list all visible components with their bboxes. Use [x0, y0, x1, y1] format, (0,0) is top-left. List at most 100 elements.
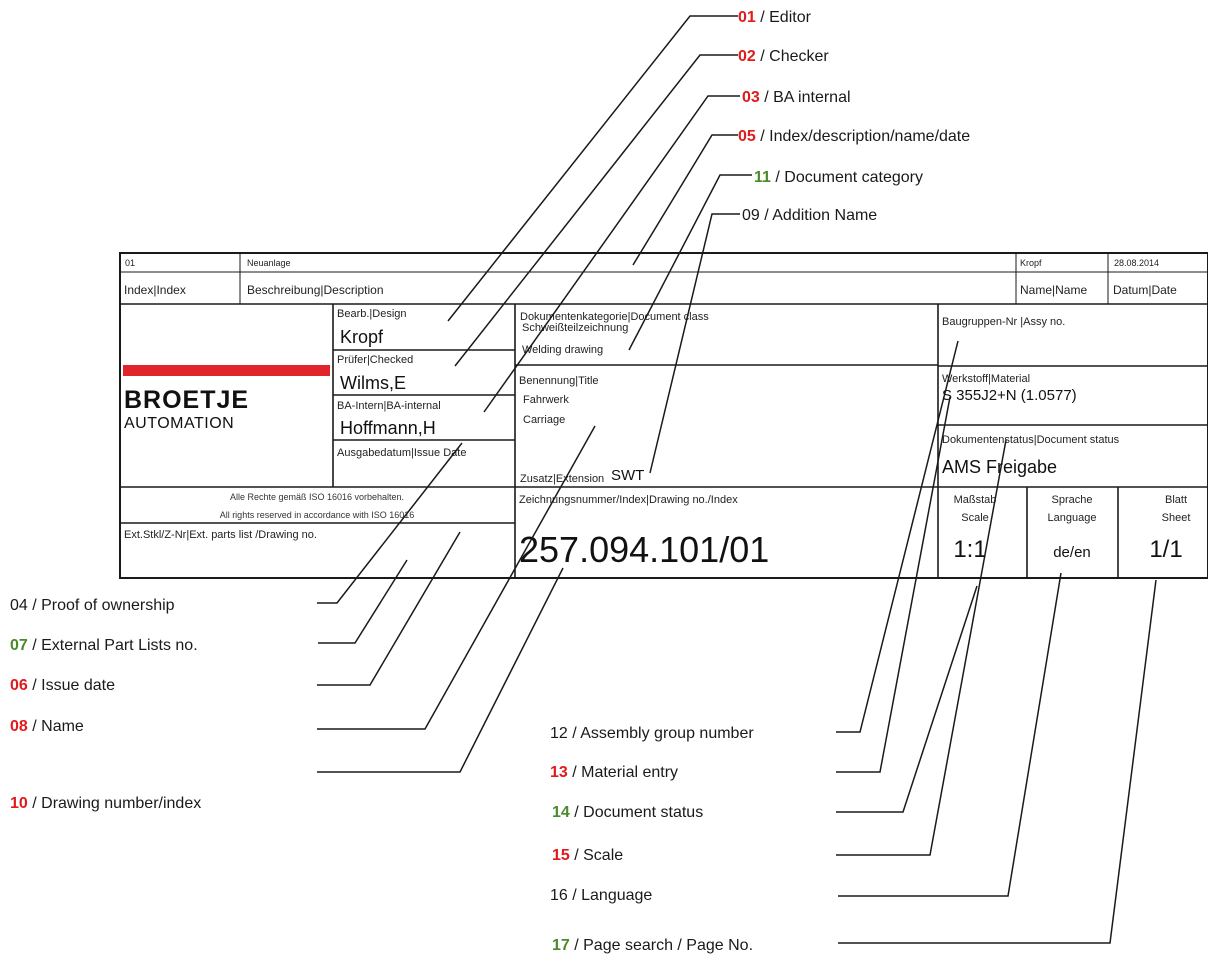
leader-13-material [836, 396, 951, 773]
callout-13-text: / Material entry [568, 764, 678, 781]
rev-date-value: 28.08.2014 [1114, 258, 1159, 268]
callout-03: 03 / BA internal [742, 89, 851, 106]
internal-value: Hoffmann,H [340, 418, 436, 438]
callout-13: 13 / Material entry [550, 764, 678, 781]
scale-label-en: Scale [961, 512, 989, 524]
callout-11-text: / Document category [771, 169, 923, 186]
language-label-en: Language [1048, 512, 1097, 524]
callout-14: 14 / Document status [552, 804, 703, 821]
callout-11-number: 11 [754, 169, 771, 186]
scale-value: 1:1 [953, 536, 986, 563]
callout-08-text: / Name [28, 718, 84, 735]
callout-17: 17 / Page search / Page No. [552, 937, 753, 954]
callout-05-number: 05 [738, 128, 756, 145]
rev-index-value: 01 [125, 258, 135, 268]
callout-05: 05 / Index/description/name/date [738, 128, 970, 145]
ext-parts-label: Ext.Stkl/Z-Nr|Ext. parts list /Drawing n… [124, 529, 317, 541]
leader-12-assy [836, 340, 959, 733]
leader-lines [317, 15, 1157, 944]
assy-label: Baugruppen-Nr |Assy no. [942, 316, 1065, 328]
title-value-en: Carriage [523, 414, 565, 426]
logo-red-bar [123, 365, 330, 376]
callout-16-text: / Language [568, 887, 653, 904]
drawing-no-label: Zeichnungsnummer/Index|Drawing no./Index [519, 494, 738, 506]
leader-04-ownership [317, 442, 463, 604]
callout-02-number: 02 [738, 48, 756, 65]
callout-03-number: 03 [742, 89, 760, 106]
leader-07-ext-parts [318, 559, 408, 644]
callout-07: 07 / External Part Lists no. [10, 637, 198, 654]
rev-index-header: Index|Index [124, 283, 186, 297]
leader-08-name [317, 425, 596, 730]
callout-09: 09 / Addition Name [742, 207, 877, 224]
leader-14-status [836, 585, 978, 813]
callout-15-number: 15 [552, 847, 570, 864]
scale-label-de: Maßstab [954, 494, 997, 506]
callout-07-text: / External Part Lists no. [28, 637, 198, 654]
callout-01-number: 01 [738, 9, 756, 26]
language-label-de: Sprache [1052, 494, 1093, 506]
leader-11-doc-category [628, 174, 752, 351]
checked-value: Wilms,E [340, 373, 406, 393]
design-value: Kropf [340, 327, 384, 347]
callout-04: 04 / Proof of ownership [10, 597, 175, 614]
leader-10-drawing-no [317, 567, 564, 773]
extension-label: Zusatz|Extension [520, 473, 604, 485]
callout-17-text: / Page search / Page No. [570, 937, 753, 954]
sheet-label-de: Blatt [1165, 494, 1187, 506]
callout-08: 08 / Name [10, 718, 84, 735]
leader-01-editor [447, 15, 738, 322]
logo-wordmark: BROETJE [124, 386, 249, 414]
sheet-value: 1/1 [1149, 536, 1182, 563]
callout-14-text: / Document status [570, 804, 703, 821]
callout-12: 12 / Assembly group number [550, 725, 754, 742]
internal-label: BA-Intern|BA-internal [337, 400, 441, 412]
callout-16: 16 / Language [550, 887, 652, 904]
callout-04-text: / Proof of ownership [28, 597, 175, 614]
callout-10: 10 / Drawing number/index [10, 795, 201, 812]
callout-05-text: / Index/description/name/date [756, 128, 970, 145]
callout-12-text: / Assembly group number [568, 725, 755, 742]
title-label: Benennung|Title [519, 375, 599, 387]
callout-01-text: / Editor [756, 9, 812, 26]
callout-04-number: 04 [10, 597, 28, 614]
language-value: de/en [1053, 544, 1091, 561]
callout-06: 06 / Issue date [10, 677, 115, 694]
callout-02: 02 / Checker [738, 48, 829, 65]
rev-description-value: Neuanlage [247, 258, 291, 268]
rights-text-de: Alle Rechte gemäß ISO 16016 vorbehalten. [230, 492, 404, 502]
callout-14-number: 14 [552, 804, 570, 821]
callout-17-number: 17 [552, 937, 570, 954]
callout-03-text: / BA internal [760, 89, 851, 106]
title-block: 01 Neuanlage Kropf 28.08.2014 Index|Inde… [119, 252, 1208, 579]
callout-15-text: / Scale [570, 847, 623, 864]
material-value: S 355J2+N (1.0577) [942, 387, 1077, 404]
leader-03-internal [483, 95, 740, 413]
rev-name-value: Kropf [1020, 258, 1042, 268]
rev-description-header: Beschreibung|Description [247, 283, 384, 297]
logo-subline: AUTOMATION [124, 415, 234, 432]
callout-09-number: 09 [742, 207, 760, 224]
material-label: Werkstoff|Material [942, 373, 1030, 385]
callout-02-text: / Checker [756, 48, 830, 65]
checked-label: Prüfer|Checked [337, 354, 413, 366]
extension-value: SWT [611, 467, 644, 484]
leader-05-index [632, 134, 738, 266]
issue-date-label: Ausgabedatum|Issue Date [337, 447, 466, 459]
rev-name-header: Name|Name [1020, 283, 1087, 297]
doc-class-value-en: Welding drawing [522, 344, 603, 356]
leader-09-addition [649, 213, 740, 474]
callout-07-number: 07 [10, 637, 28, 654]
callout-10-text: / Drawing number/index [28, 795, 201, 812]
callout-11: 11 / Document category [754, 169, 923, 186]
callout-13-number: 13 [550, 764, 568, 781]
callout-06-number: 06 [10, 677, 28, 694]
callout-12-number: 12 [550, 725, 568, 742]
callout-01: 01 / Editor [738, 9, 812, 26]
design-label: Bearb.|Design [337, 308, 407, 320]
doc-class-label: Dokumentenkategorie|Document class [520, 311, 709, 323]
callout-09-text: / Addition Name [760, 207, 878, 224]
doc-status-value: AMS Freigabe [942, 457, 1057, 477]
rev-date-header: Datum|Date [1113, 283, 1177, 297]
